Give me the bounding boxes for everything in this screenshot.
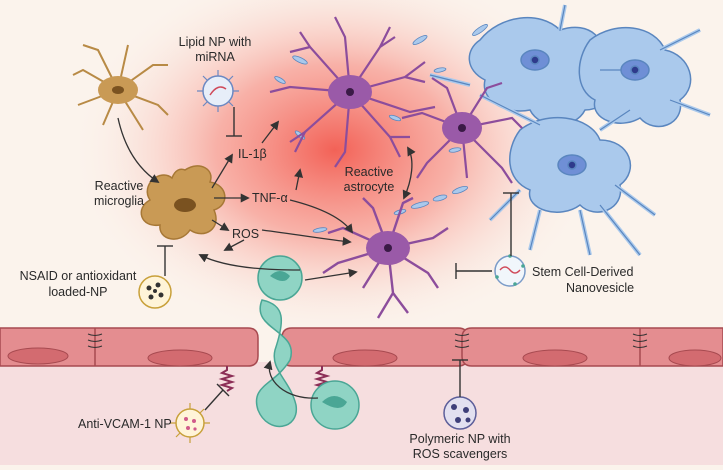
il1b-label: IL-1β	[238, 147, 267, 161]
nsaid-np-icon	[138, 275, 172, 309]
reactive-astrocyte-label-line2: astrocyte	[344, 180, 395, 194]
stem-cell-nanovesicle-icon	[494, 254, 526, 287]
tnfa-label: TNF-α	[252, 191, 288, 205]
anti-vcam-np-icon	[170, 403, 210, 443]
lipid-np-icon	[197, 70, 239, 112]
polymeric-np-icon	[443, 396, 477, 430]
ros-label: ROS	[232, 227, 259, 241]
reactive-astrocyte-bottom	[322, 196, 449, 319]
polymeric-np-label-line1: Polymeric NP with	[409, 432, 510, 446]
neuron-cluster	[429, 4, 711, 257]
lipid-np-label-line2: miRNA	[195, 50, 235, 64]
arrows	[117, 117, 416, 399]
reactive-microglia-label-line1: Reactive	[95, 179, 144, 193]
reactive-astrocyte-mid	[401, 77, 523, 184]
reactive-astrocyte-top	[269, 16, 436, 168]
lipid-np-label-line1: Lipid NP with	[179, 35, 252, 49]
leukocytes	[255, 255, 360, 430]
endothelium	[0, 327, 723, 367]
nsaid-label-line1: NSAID or antioxidant	[20, 269, 137, 283]
anti-vcam-label: Anti-VCAM-1 NP	[78, 417, 172, 431]
resting-microglia	[72, 44, 169, 131]
reactive-astrocyte-label-line1: Reactive	[345, 165, 394, 179]
vessel-lumen	[0, 362, 723, 465]
polymeric-np-label-line2: ROS scavengers	[413, 447, 507, 461]
nsaid-label-line2: loaded-NP	[48, 285, 107, 299]
stem-cell-label-line2: Nanovesicle	[566, 281, 634, 295]
stem-cell-label-line1: Stem Cell-Derived	[532, 265, 633, 279]
reactive-microglia	[140, 165, 226, 240]
inhibitions	[157, 107, 519, 411]
reactive-microglia-label-line2: microglia	[94, 194, 144, 208]
